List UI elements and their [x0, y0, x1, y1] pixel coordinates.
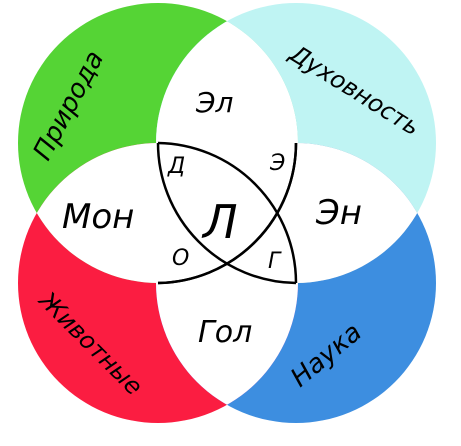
label-corner-top-right: Э: [269, 151, 285, 176]
label-nature-animals: Мон: [62, 197, 134, 237]
label-center: Л: [201, 195, 238, 249]
label-corner-bottom-left: О: [172, 246, 189, 271]
label-nature-spirit: Эл: [195, 86, 234, 119]
center-outlines: [156, 141, 298, 285]
label-corner-top-left: Д: [167, 154, 185, 179]
label-corner-bottom-right: Г: [268, 249, 282, 274]
label-animals-science: Гол: [198, 315, 252, 350]
label-spirit-science: Эн: [315, 193, 362, 233]
